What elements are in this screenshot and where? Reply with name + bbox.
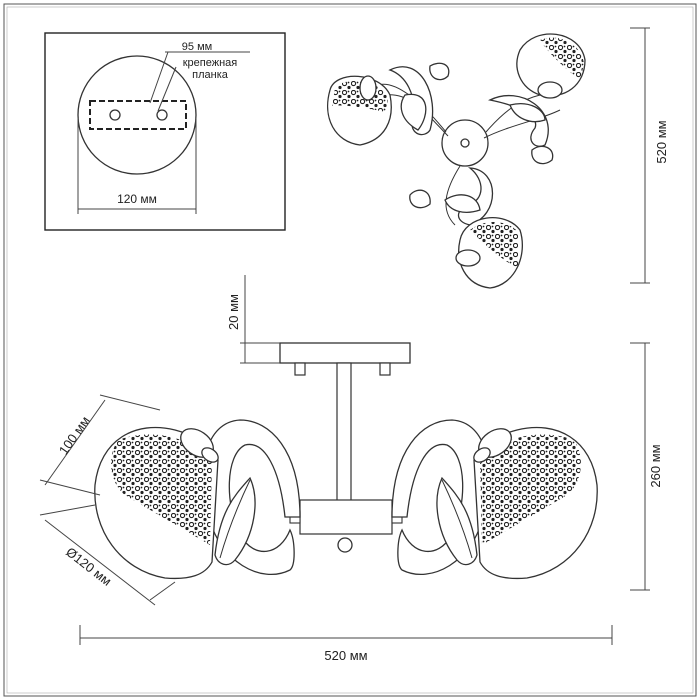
stem: [336, 362, 352, 502]
shade-diameter-label: Ø120 мм: [63, 544, 114, 589]
outer-frame: [3, 3, 697, 697]
top-view-drawing: [326, 33, 586, 289]
total-width-label: 520 мм: [324, 648, 367, 663]
total-height-dimension: 260 мм: [630, 342, 663, 591]
shade-height-label: 100 мм: [56, 413, 93, 457]
top-view-height-dimension: 520 мм: [630, 27, 669, 284]
base-height-label: 20 мм: [226, 294, 241, 330]
plate-name-line2: планка: [192, 69, 229, 81]
total-width-dimension: 520 мм: [79, 625, 613, 663]
side-view-drawing: [94, 342, 598, 580]
top-view-height-label: 520 мм: [654, 120, 669, 163]
mounting-base-inset: 95 мм крепежная планка 120 мм: [44, 32, 286, 231]
total-height-label: 260 мм: [648, 444, 663, 487]
base-diameter-label: 120 мм: [117, 192, 157, 206]
plate-name-line1: крепежная: [183, 57, 238, 69]
mounting-plate: [89, 100, 187, 130]
ceiling-plate: [279, 342, 411, 364]
base-height-dimension: 20 мм: [226, 275, 280, 364]
plate-width-label: 95 мм: [182, 41, 212, 53]
